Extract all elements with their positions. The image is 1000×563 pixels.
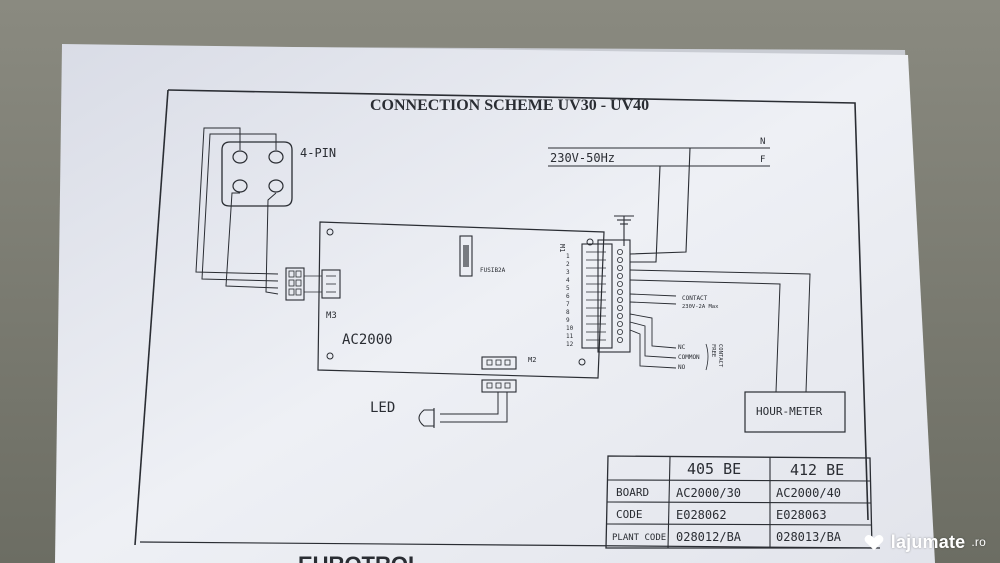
m2-label: M2: [528, 356, 536, 364]
brand-logo-text: EUROTROL: [298, 552, 421, 563]
free-contact-label-2: CONTACT: [717, 344, 723, 368]
diagram-title: CONNECTION SCHEME UV30 - UV40: [370, 97, 649, 114]
no-label: NO: [678, 364, 686, 371]
contact-label: CONTACT: [682, 295, 708, 302]
four-pin-connector: [221, 141, 293, 207]
free-contact-label-1: FREE: [710, 344, 716, 357]
fuse-element: [463, 245, 469, 267]
svg-text:8: 8: [566, 309, 570, 316]
m3-label: M3: [326, 311, 337, 321]
mount-hole: [586, 238, 594, 246]
watermark-text: lajumate: [890, 531, 966, 552]
mount-hole: [326, 228, 334, 236]
svg-text:9: 9: [566, 317, 570, 324]
table-header-405be: 405 BE: [687, 460, 741, 478]
hour-meter-wires: [629, 269, 811, 393]
four-pin-label: 4-PIN: [300, 146, 336, 160]
table-header-412be: 412 BE: [790, 461, 844, 479]
mains-lines: [548, 147, 770, 263]
watermark: lajumate .ro: [863, 531, 986, 553]
table-cell: E028063: [776, 508, 827, 522]
contact-rating-label: 230V-2A Max: [682, 304, 719, 310]
paper-sheet: [55, 44, 935, 563]
led-wires: [440, 392, 508, 423]
hour-meter-box: [744, 391, 846, 433]
ground-icon: [614, 215, 634, 246]
mount-hole: [326, 352, 334, 360]
free-contact-bracket: [705, 343, 709, 371]
svg-text:4: 4: [566, 277, 570, 284]
table-cell: AC2000/40: [776, 486, 841, 500]
m3-connector: [285, 267, 341, 301]
outer-border-left: [134, 89, 169, 546]
svg-text:11: 11: [566, 333, 574, 340]
board-label: AC2000: [342, 332, 393, 348]
svg-text:3: 3: [566, 269, 570, 276]
heart-hands-icon: [864, 535, 884, 551]
spec-table: [605, 455, 873, 549]
terminal-numbers: 1 2 3 4 5 6 7 8 9 10 11 12: [566, 253, 574, 348]
table-row-label: CODE: [616, 508, 643, 521]
svg-text:7: 7: [566, 301, 570, 308]
led-label: LED: [370, 400, 395, 416]
neutral-label: N: [760, 137, 765, 147]
table-row-label: PLANT CODE: [612, 533, 666, 543]
mount-hole: [578, 358, 586, 366]
table-row-label: BOARD: [616, 486, 649, 499]
contact-wires: [629, 293, 677, 369]
led-icon: [418, 408, 435, 428]
svg-text:6: 6: [566, 293, 570, 300]
svg-text:1: 1: [566, 253, 570, 260]
svg-text:10: 10: [566, 325, 574, 332]
ac2000-board: [317, 221, 605, 379]
svg-text:5: 5: [566, 285, 570, 292]
m1-terminal-strip: [581, 239, 631, 353]
mains-label: 230V-50Hz: [550, 151, 615, 165]
fuse: [459, 235, 473, 277]
watermark-suffix: .ro: [971, 535, 986, 549]
phase-label: F: [760, 155, 765, 165]
lamp-wires: [195, 127, 279, 295]
common-label: COMMON: [678, 354, 700, 361]
svg-text:12: 12: [566, 341, 574, 348]
m1-label: M1: [558, 244, 566, 252]
fuse-label: FUSIB2A: [480, 267, 506, 274]
table-cell: AC2000/30: [676, 486, 741, 500]
hour-meter-label: HOUR-METER: [756, 405, 823, 418]
table-cell: E028062: [676, 508, 727, 522]
footer-line: [139, 541, 881, 549]
outer-border: [167, 89, 869, 521]
table-cell: 028013/BA: [776, 530, 842, 544]
svg-text:2: 2: [566, 261, 570, 268]
nc-label: NC: [678, 344, 686, 351]
m2-connector: [481, 356, 517, 393]
table-cell: 028012/BA: [676, 530, 742, 544]
